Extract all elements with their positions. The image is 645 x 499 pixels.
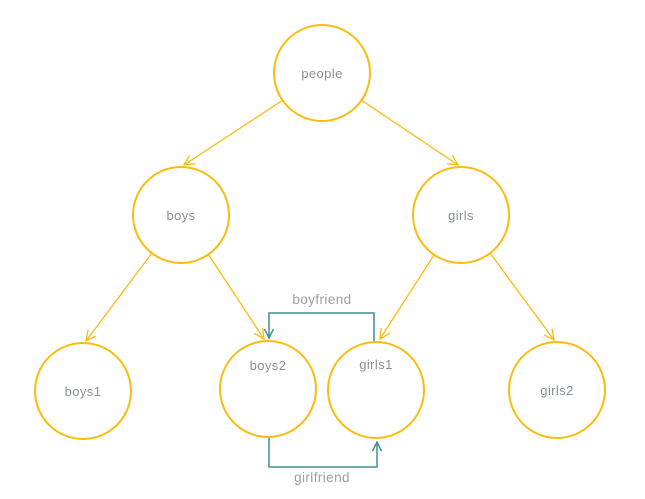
edge-boyfriend[interactable]	[263, 312, 375, 341]
node-people-circle[interactable]	[273, 24, 371, 122]
edge-boys-boys1[interactable]	[85, 252, 153, 343]
node-girls1-circle[interactable]	[327, 341, 425, 439]
edge-people-girls[interactable]	[360, 99, 460, 166]
node-people-label: people	[301, 66, 342, 81]
edge-girls-girls1[interactable]	[379, 254, 435, 341]
tree-edges	[85, 99, 555, 343]
node-boys-label: boys	[166, 208, 195, 223]
node-girls[interactable]: girls	[412, 166, 510, 264]
node-boys2-circle[interactable]	[219, 340, 317, 438]
edge-boys-boys2[interactable]	[207, 253, 265, 341]
edge-label-boyfriend: boyfriend	[292, 292, 351, 307]
edge-label-girlfriend: girlfriend	[294, 470, 350, 485]
node-boys2[interactable]: boys2	[219, 340, 317, 438]
edge-girlfriend[interactable]	[268, 437, 383, 468]
node-girls2-label: girls2	[540, 383, 573, 398]
nodes: people boys girls boys1 boys2 girls1	[34, 24, 606, 440]
node-girls1-label: girls1	[359, 357, 392, 372]
node-boys1[interactable]: boys1	[34, 342, 132, 440]
relation-edges: boyfriend girlfriend	[263, 292, 383, 485]
node-boys1-label: boys1	[65, 384, 102, 399]
node-girls1[interactable]: girls1	[327, 341, 425, 439]
node-girls2[interactable]: girls2	[508, 341, 606, 439]
node-boys-circle[interactable]	[132, 166, 230, 264]
node-people[interactable]: people	[273, 24, 371, 122]
node-boys[interactable]: boys	[132, 166, 230, 264]
node-boys2-label: boys2	[250, 358, 287, 373]
node-boys1-circle[interactable]	[34, 342, 132, 440]
node-girls2-circle[interactable]	[508, 341, 606, 439]
edge-girls-girls2[interactable]	[489, 252, 555, 342]
node-girls-label: girls	[448, 208, 474, 223]
edge-people-boys[interactable]	[182, 99, 284, 166]
node-girls-circle[interactable]	[412, 166, 510, 264]
